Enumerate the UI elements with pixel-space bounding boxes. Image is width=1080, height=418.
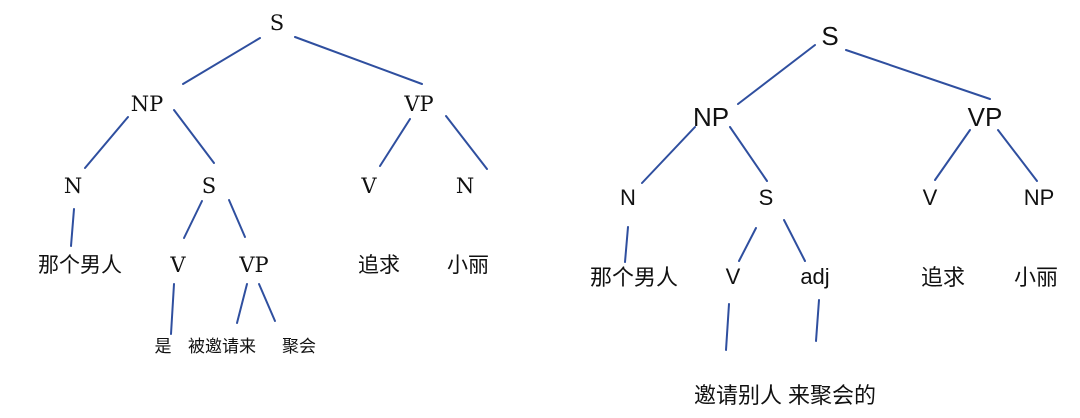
left-np-label: NP (131, 92, 164, 116)
right-word-vp-v: 追求 (921, 265, 965, 290)
left-vp-n-label: N (456, 174, 474, 198)
right-root-label: S (821, 21, 838, 51)
right-vp-v-label: V (923, 185, 938, 210)
left-vp-label: VP (403, 92, 433, 116)
edge-left-np-n (84, 116, 129, 169)
edge-left-s-vp (228, 199, 246, 238)
right-s-v-label: V (726, 264, 741, 289)
right-word-vp-np: 小丽 (1014, 265, 1058, 290)
edge-left-n-word (70, 208, 75, 247)
right-tree: S NP VP N S V NP 那个男人 V adj 追求 小丽 邀请别人 来… (590, 21, 1058, 408)
right-vp-np-label: NP (1024, 185, 1055, 210)
edge-right-vp-np (997, 129, 1038, 182)
edge-right-v-word (725, 303, 730, 351)
right-np-label: NP (693, 102, 729, 132)
left-word-s-v: 是 (155, 337, 172, 357)
left-word-vp-n: 小丽 (447, 253, 489, 277)
edge-left-vp-v (379, 118, 411, 167)
right-np-n-label: N (620, 185, 636, 210)
edge-left-vp-n (445, 115, 488, 170)
edge-right-s-np (737, 44, 816, 105)
edge-right-s-adj (783, 219, 806, 262)
edge-left-v-word (170, 283, 175, 335)
left-vp-v-label: V (360, 174, 377, 198)
right-word-bottom: 邀请别人 来聚会的 (694, 383, 876, 408)
left-word-vp-v: 追求 (358, 253, 400, 277)
edge-right-np-n (641, 126, 696, 184)
left-s-v-label: V (169, 253, 186, 277)
left-word-n: 那个男人 (38, 253, 122, 277)
left-root-label: S (270, 11, 284, 35)
right-word-n: 那个男人 (590, 265, 678, 290)
edge-left-vp-word1 (236, 283, 248, 324)
left-s-vp-label: VP (238, 253, 268, 277)
left-np-n-label: N (64, 174, 82, 198)
edge-right-s-v (738, 227, 757, 262)
edge-right-np-s (729, 126, 768, 182)
edge-left-s-v (183, 200, 203, 239)
edge-right-n-word (624, 226, 629, 263)
left-tree: S NP VP N S V N 那个男人 V VP 追求 小丽 是 被邀请来 聚… (38, 11, 489, 357)
edge-left-s-vp (294, 36, 423, 85)
edge-right-s-vp (845, 49, 991, 100)
right-vp-label: VP (968, 102, 1003, 132)
left-word-s-vp-1: 被邀请来 (188, 337, 256, 357)
edge-left-vp-word2 (258, 283, 276, 322)
edge-right-adj-word (815, 299, 820, 342)
edge-left-np-s (173, 109, 215, 164)
edge-right-vp-v (934, 129, 971, 181)
right-s-adj-label: adj (800, 264, 829, 289)
left-np-s-label: S (202, 174, 216, 198)
right-np-s-label: S (759, 185, 774, 210)
left-word-s-vp-2: 聚会 (282, 337, 316, 357)
edge-left-s-np (182, 37, 261, 85)
